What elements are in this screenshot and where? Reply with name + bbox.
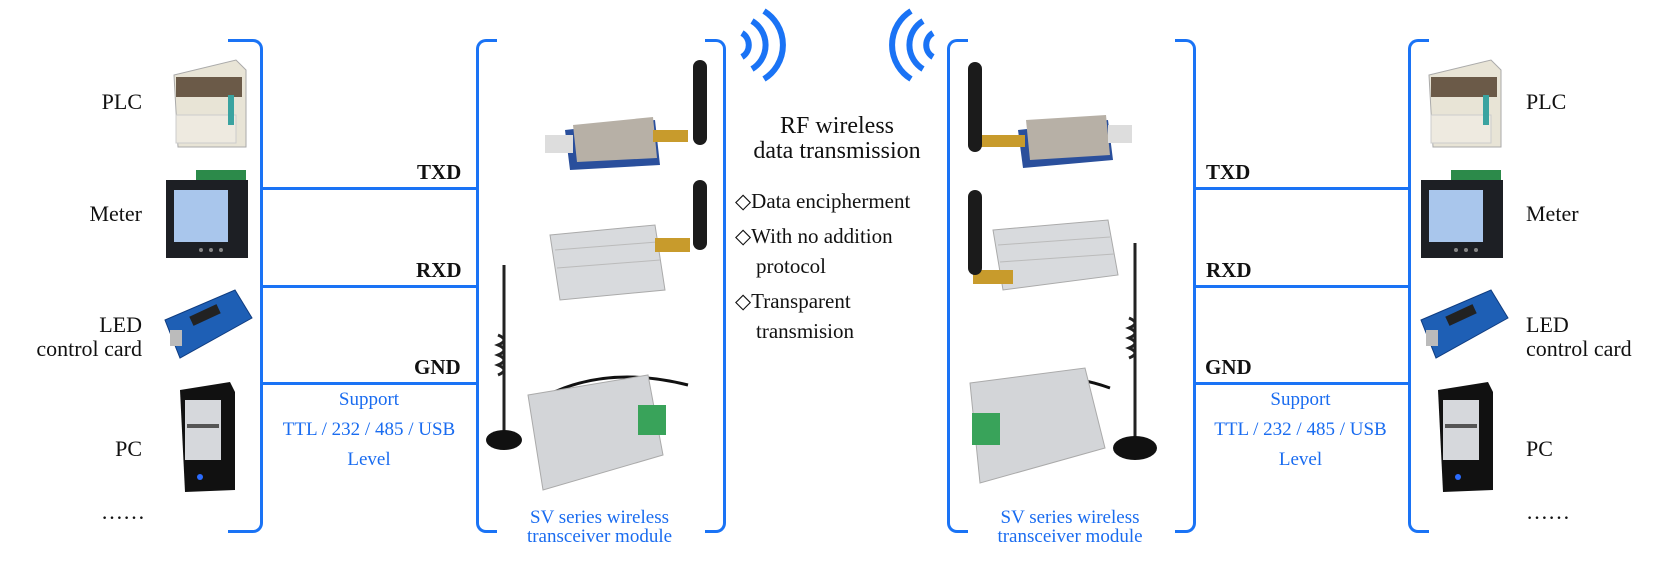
right-gnd-line [1193,382,1408,385]
right-support-line2: TTL / 232 / 485 / USB [1214,419,1387,440]
plc-icon [173,59,247,148]
rf-module-aluminum-icon [968,190,1119,291]
left-label-pc: PC [115,436,142,461]
pc-icon [1438,382,1493,492]
feature-text: With no addition [751,224,893,248]
diamond-bullet-icon: ◇ [735,189,752,213]
feature-data-encipherment: ◇Data encipherment [735,186,910,216]
left-gnd-label: GND [414,355,461,379]
left-module-bracket-close [705,39,726,533]
left-device-bracket [228,39,263,533]
left-module-bracket-open [476,39,497,533]
led-control-card-icon [164,289,253,359]
left-rxd-label: RXD [416,258,462,282]
feature-text-continued: transmision [756,319,854,343]
left-txd-label: TXD [417,160,462,184]
right-label-plc: PLC [1526,89,1567,114]
left-label-control-card: control card [36,336,142,361]
right-device-bracket [1408,39,1429,533]
center-title-line1: RF wireless [780,113,894,139]
right-support-line3: Level [1278,449,1323,470]
pc-icon [180,382,235,492]
rf-module-board-icon [968,62,1132,168]
plc-icon [1428,59,1502,148]
left-gnd-line [262,382,476,385]
diamond-bullet-icon: ◇ [735,224,752,248]
diamond-bullet-icon: ◇ [735,289,752,313]
feature-no-addition-protocol: ◇With no addition [735,221,893,251]
right-gnd-label: GND [1205,355,1252,379]
right-txd-label: TXD [1206,160,1251,184]
meter-icon [166,170,248,258]
right-module-bracket-open [947,39,968,533]
wireless-signal-left-icon [889,8,935,82]
left-support-line3: Level [347,449,391,470]
right-rxd-line [1193,285,1408,288]
right-txd-line [1193,187,1408,190]
right-label-control-card: control card [1526,336,1632,361]
left-label-led: LED [99,312,142,337]
right-module-caption-line2: transceiver module [997,526,1143,547]
feature-text: Transparent [751,289,851,313]
right-label-pc: PC [1526,436,1553,461]
right-label-led: LED [1526,312,1569,337]
left-support-line1: Support [338,389,400,410]
feature-text-continued: protocol [756,254,826,278]
rf-module-sucker-antenna-icon [969,243,1157,484]
wireless-signal-right-icon [740,8,786,82]
left-label-plc: PLC [101,89,142,114]
left-module-caption-line1: SV series wireless [530,507,669,528]
right-support-line1: Support [1270,389,1331,410]
right-label-meter: Meter [1526,201,1579,226]
feature-transparent-transmission: ◇Transparent [735,286,851,316]
center-title-line2: data transmission [753,138,921,164]
left-txd-line [262,187,476,190]
right-module-caption-line1: SV series wireless [1000,507,1140,528]
meter-icon [1421,170,1503,258]
right-label-more: …… [1526,499,1570,524]
left-label-meter: Meter [89,201,142,226]
right-rxd-label: RXD [1206,258,1252,282]
rf-module-sucker-antenna-icon [486,265,689,491]
left-module-caption-line2: transceiver module [526,526,673,547]
rf-module-board-icon [545,60,707,170]
left-rxd-line [262,285,476,288]
rf-module-aluminum-icon [549,180,707,301]
led-control-card-icon [1420,289,1509,359]
left-support-line2: TTL / 232 / 485 / USB [282,419,456,440]
feature-text: Data encipherment [751,189,911,213]
left-label-more: …… [101,499,145,524]
